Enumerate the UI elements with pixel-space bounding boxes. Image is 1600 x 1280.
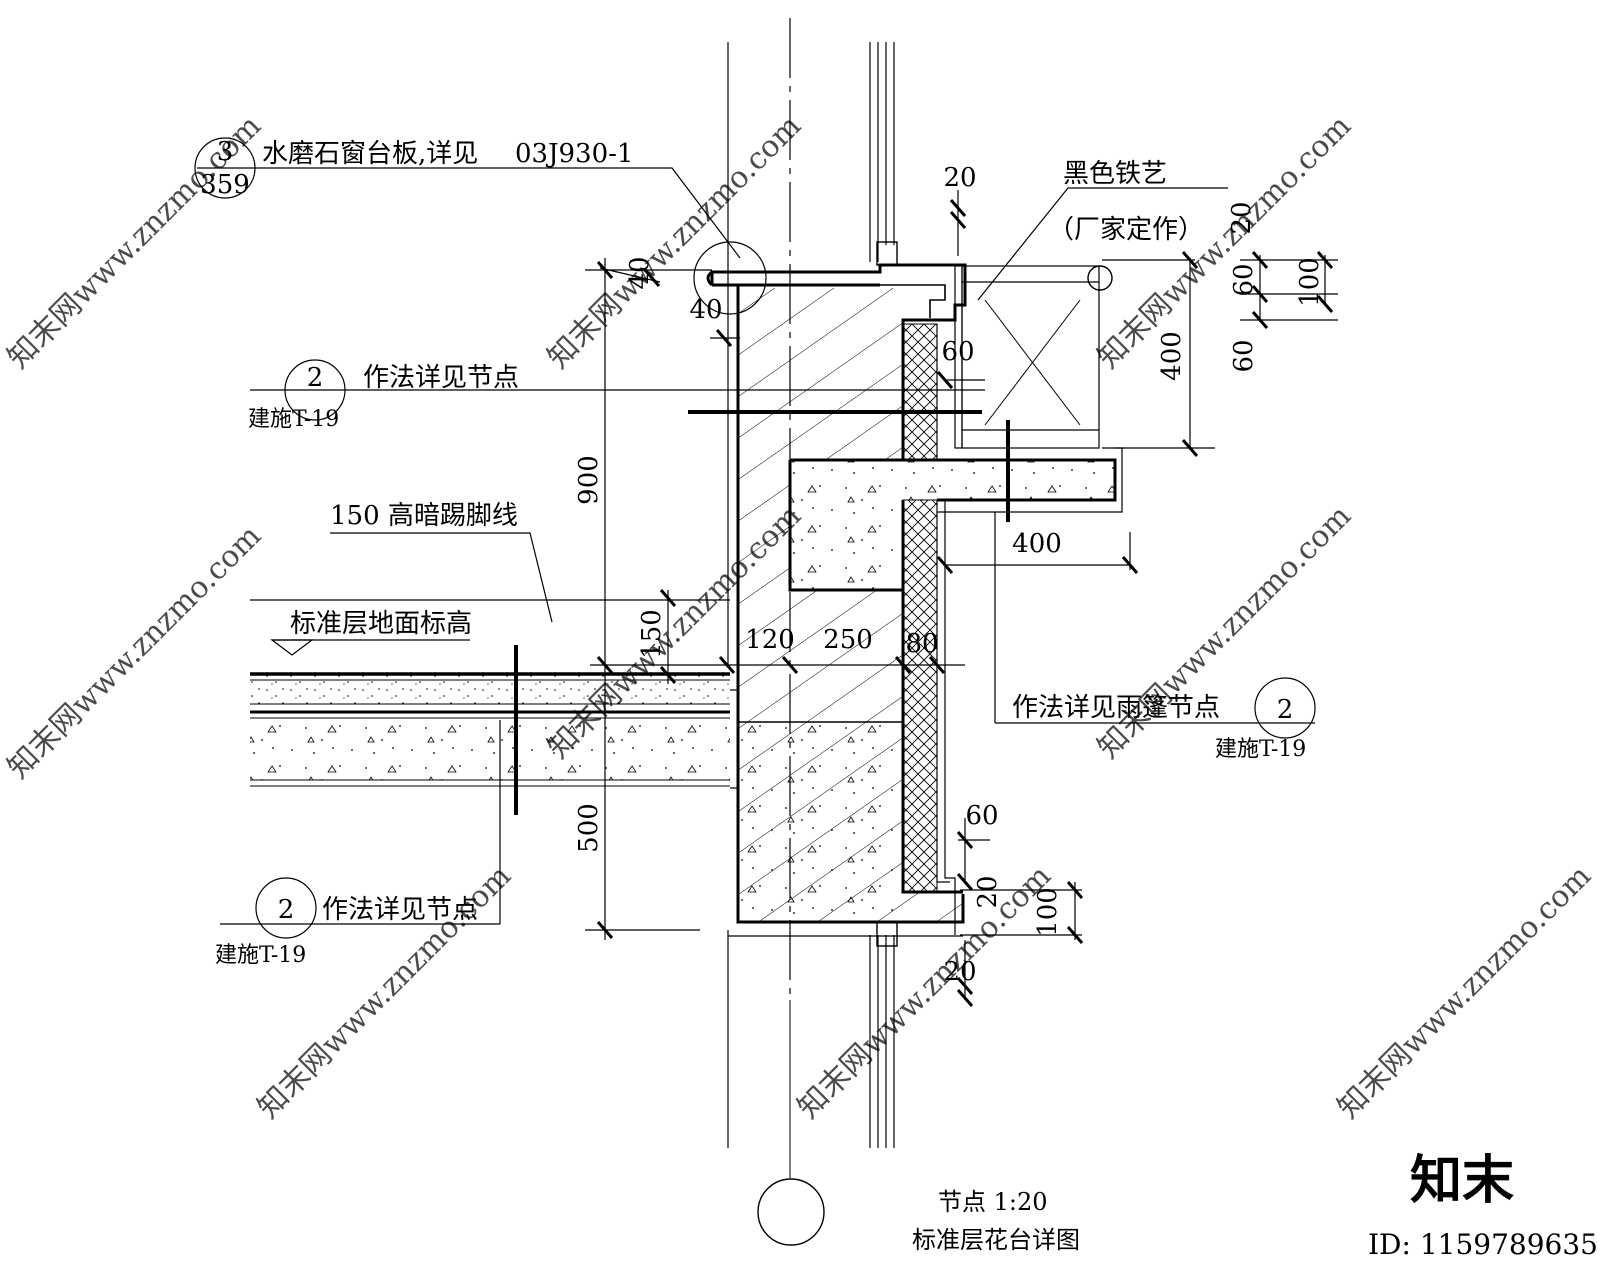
watermark-6: 知末网www.znzmo.com (1091, 499, 1358, 766)
brand: 知末 ID: 1159789635 (1368, 1150, 1598, 1261)
title-line-2: 标准层花台详图 (912, 1226, 1080, 1254)
watermark-4: 知末网www.znzmo.com (1, 519, 268, 786)
wall-lines (727, 42, 895, 1148)
callouts (194, 137, 1316, 939)
dim-120: 120 (745, 625, 795, 655)
dim-100-right: 100 (1295, 257, 1325, 307)
brand-logo: 知末 (1410, 1150, 1514, 1211)
floor-level-note: 标准层地面标高 (290, 609, 472, 639)
dim-500: 500 (574, 803, 604, 853)
dim-250: 250 (823, 625, 873, 655)
dim-60-low: 60 (965, 801, 998, 831)
canopy-ref-sheet: 建施T-19 (1215, 737, 1306, 762)
skirting-note: 150 高暗踢脚线 (330, 501, 518, 531)
title-line-1: 节点 1:20 (938, 1188, 1048, 1216)
lower-ref-note: 作法详见节点 (322, 895, 478, 925)
dim-60-right-1: 60 (1229, 263, 1259, 296)
sill-note: 水磨石窗台板,详见 (262, 139, 478, 169)
dim-40-side: 40 (689, 295, 722, 325)
upper-ref-sheet: 建施T-19 (248, 407, 339, 432)
watermark-9: 知末网www.znzmo.com (1331, 859, 1598, 1126)
dim-900: 900 (574, 455, 604, 505)
iron-railing (954, 265, 1113, 449)
dim-400-h: 400 (1012, 529, 1062, 559)
upper-ref-note: 作法详见节点 (363, 363, 519, 393)
floor-slab (250, 672, 730, 787)
brand-id: ID: 1159789635 (1368, 1228, 1598, 1261)
dim-20-right: 20 (1227, 201, 1257, 234)
dim-20-top: 20 (943, 163, 976, 193)
axis (757, 18, 825, 1246)
wall-section (706, 241, 1123, 947)
sill-callout-num: 3 (217, 137, 234, 167)
detail-circle (693, 241, 767, 315)
drawing-title: 节点 1:20 标准层花台详图 (912, 1188, 1080, 1254)
dimension-ticks (596, 199, 1334, 1007)
sill-callout-sheet: 359 (200, 170, 250, 200)
canopy-ref-num: 2 (1277, 695, 1294, 725)
lower-ref-sheet: 建施T-19 (215, 943, 306, 968)
dim-150: 150 (637, 609, 667, 659)
dim-40-top: 40 (625, 256, 655, 289)
dim-80: 80 (905, 629, 938, 659)
canopy-note: 作法详见雨篷节点 (1012, 693, 1220, 723)
axis-bubble (757, 1178, 825, 1246)
dim-400-v: 400 (1157, 331, 1187, 381)
dimension-text: 900 500 150 120 250 80 40 40 20 60 400 2… (574, 163, 1325, 987)
dim-100-low: 100 (1033, 887, 1063, 937)
lower-ref-num: 2 (278, 895, 295, 925)
dim-60-right-2: 60 (1229, 339, 1259, 372)
sill-standard: 03J930-1 (515, 139, 633, 169)
dim-20-bottom: 20 (943, 957, 976, 987)
iron-sub-note: （厂家定作） (1048, 215, 1204, 245)
callout-text: 3 359 水磨石窗台板,详见 03J930-1 2 作法详见节点 建施T-19… (200, 137, 1306, 968)
dim-20-low: 20 (973, 875, 1003, 908)
break-marks (514, 410, 1010, 815)
dim-60-inner: 60 (941, 337, 974, 367)
upper-ref-num: 2 (307, 363, 324, 393)
iron-note: 黑色铁艺 (1063, 159, 1167, 189)
